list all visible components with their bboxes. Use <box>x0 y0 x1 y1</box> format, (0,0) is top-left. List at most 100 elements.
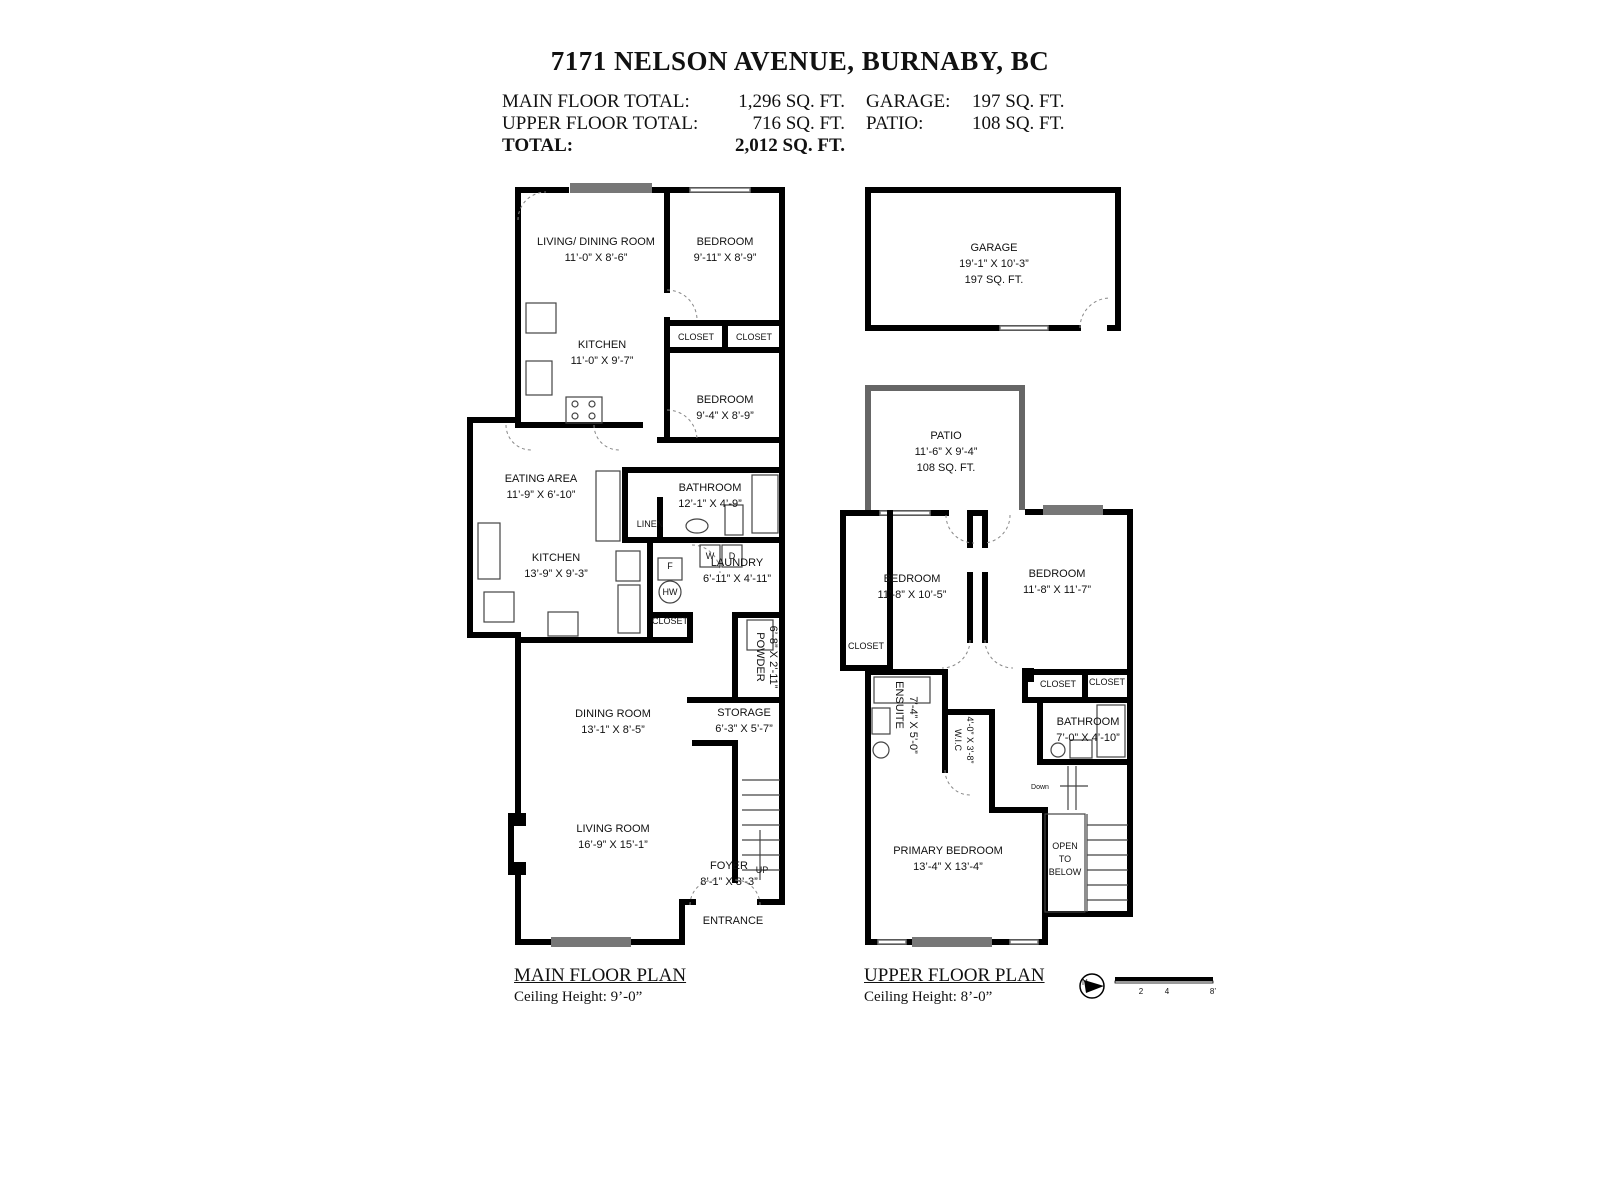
upper-floor-plan-title-text: UPPER FLOOR PLAN <box>864 965 1045 986</box>
scale-tick-2: 2 <box>1139 987 1144 996</box>
room-dims-eating-area: 11’-9” X 6’-10” <box>507 489 576 501</box>
room-name-storage: STORAGE <box>717 707 771 719</box>
garage-plan: GARAGE 19’-1” X 10’-3” 197 SQ. FT. <box>865 187 1121 331</box>
closet-label: CLOSET <box>848 641 885 651</box>
scale-tick-8: 8’ <box>1210 987 1216 996</box>
vanity <box>1069 739 1093 759</box>
room-name-primary-bedroom: PRIMARY BEDROOM <box>893 845 1003 857</box>
room-name-dining-room: DINING ROOM <box>575 708 651 720</box>
sink <box>525 360 553 396</box>
fireplace-opening <box>514 826 526 862</box>
door-swing <box>593 424 620 451</box>
vanity <box>871 707 891 735</box>
fridge <box>615 550 641 582</box>
room-name-foyer: FOYER <box>710 860 748 872</box>
bathtub <box>873 676 931 704</box>
door-swing <box>505 424 532 451</box>
door-swing <box>666 289 698 321</box>
patio-label: PATIO: <box>866 113 924 134</box>
scale-bar-white <box>1114 980 1214 984</box>
room-dims-living-dining: 11’-0” X 8’-6” <box>565 252 628 264</box>
door-swing <box>666 409 698 441</box>
door-swing <box>941 639 971 669</box>
door-swing <box>944 769 971 796</box>
stairs-upper <box>1044 766 1128 913</box>
room-name-bathroom: BATHROOM <box>679 482 742 494</box>
window <box>551 937 631 947</box>
room-dims-foyer: 8’-1” X 3’-3” <box>700 876 758 888</box>
stair-up-label: UP <box>756 865 769 875</box>
window <box>879 510 931 516</box>
counter <box>595 470 621 542</box>
garage-label: GARAGE: <box>866 91 951 112</box>
window <box>1009 939 1039 945</box>
upper-floor-label: UPPER FLOOR TOTAL: <box>502 113 699 134</box>
room-name-bedroom-1: BEDROOM <box>697 236 754 248</box>
scale-tick-4: 4 <box>1165 987 1170 996</box>
main-floor-outer-wall <box>467 187 554 945</box>
room-name-wic: W.I.C <box>953 729 963 751</box>
burner <box>588 412 596 420</box>
room-dims-powder: 6’-8” X 2’-11” <box>767 626 779 689</box>
door-swing <box>984 639 1014 669</box>
bathtub <box>751 474 779 534</box>
toilet <box>872 741 890 759</box>
open-to-below-area <box>1044 813 1086 913</box>
door-swing <box>984 514 1011 544</box>
window <box>999 325 1049 331</box>
garage-name: GARAGE <box>970 242 1017 254</box>
scale-bar-black <box>1115 977 1213 981</box>
furnace-label: F <box>667 561 673 571</box>
open-to-below-3: BELOW <box>1049 867 1082 877</box>
scale-bar: 2 4 8’ <box>1114 977 1216 996</box>
room-name-ensuite: ENSUITE <box>893 681 905 729</box>
room-name-living-dining: LIVING/ DINING ROOM <box>537 236 655 248</box>
washer <box>699 544 721 568</box>
upper-floor-plan-title: UPPER FLOOR PLAN <box>864 965 1045 987</box>
room-name-eating-area: EATING AREA <box>505 473 578 485</box>
closet-label: CLOSET <box>678 332 715 342</box>
water-heater <box>658 580 682 604</box>
closet-label: CLOSET <box>736 332 773 342</box>
main-floor-outer-wall-2 <box>627 899 696 945</box>
compass-letter: N <box>1082 978 1088 987</box>
total-value: 2,012 SQ. FT. <box>735 135 845 156</box>
garage-area: 197 SQ. FT. <box>965 274 1024 286</box>
stove <box>547 611 579 637</box>
room-name-kitchen-2: KITCHEN <box>532 552 580 564</box>
column <box>1022 668 1034 682</box>
room-name-bathroom-upper: BATHROOM <box>1057 716 1120 728</box>
room-dims-bathroom-upper: 7’-0” X 4’-10” <box>1056 732 1120 744</box>
upper-floor-plan: PATIO 11’-6” X 9’-4” 108 SQ. FT. <box>840 385 1133 947</box>
room-dims-storage: 6’-3” X 5’-7” <box>715 723 773 735</box>
counter <box>477 522 501 580</box>
room-dims-bedroom-4: 11’-8” X 11’-7” <box>1023 584 1091 596</box>
total-label: TOTAL: <box>502 135 574 156</box>
washer-label: W <box>706 551 715 561</box>
cabinet <box>525 302 557 334</box>
patio-dims: 11’-6” X 9’-4” <box>915 446 978 458</box>
room-dims-laundry: 6’-11” X 4’-11” <box>703 573 771 585</box>
stairs-main <box>742 779 780 880</box>
compass-arrow-icon <box>1084 980 1104 993</box>
window <box>912 937 992 947</box>
room-name-bedroom-2: BEDROOM <box>697 394 754 406</box>
toilet <box>1050 742 1066 758</box>
room-dims-bedroom-1: 9’-11” X 8’-9” <box>694 252 757 264</box>
burner <box>571 412 579 420</box>
bathtub <box>1096 704 1126 758</box>
patio-area: 108 SQ. FT. <box>917 462 976 474</box>
patio-wall <box>865 385 1025 510</box>
entrance-label: ENTRANCE <box>703 915 764 927</box>
stove <box>565 396 603 424</box>
room-name-bedroom-3: BEDROOM <box>884 573 941 585</box>
north-compass: N <box>1079 973 1105 999</box>
window <box>1043 505 1103 515</box>
window <box>689 187 751 193</box>
closet-label: CLOSET <box>1040 679 1077 689</box>
garage-value: 197 SQ. FT. <box>972 91 1065 112</box>
door-swing <box>734 879 761 906</box>
dryer-label: D <box>729 551 736 561</box>
stair-down-label: Down <box>1031 784 1049 791</box>
